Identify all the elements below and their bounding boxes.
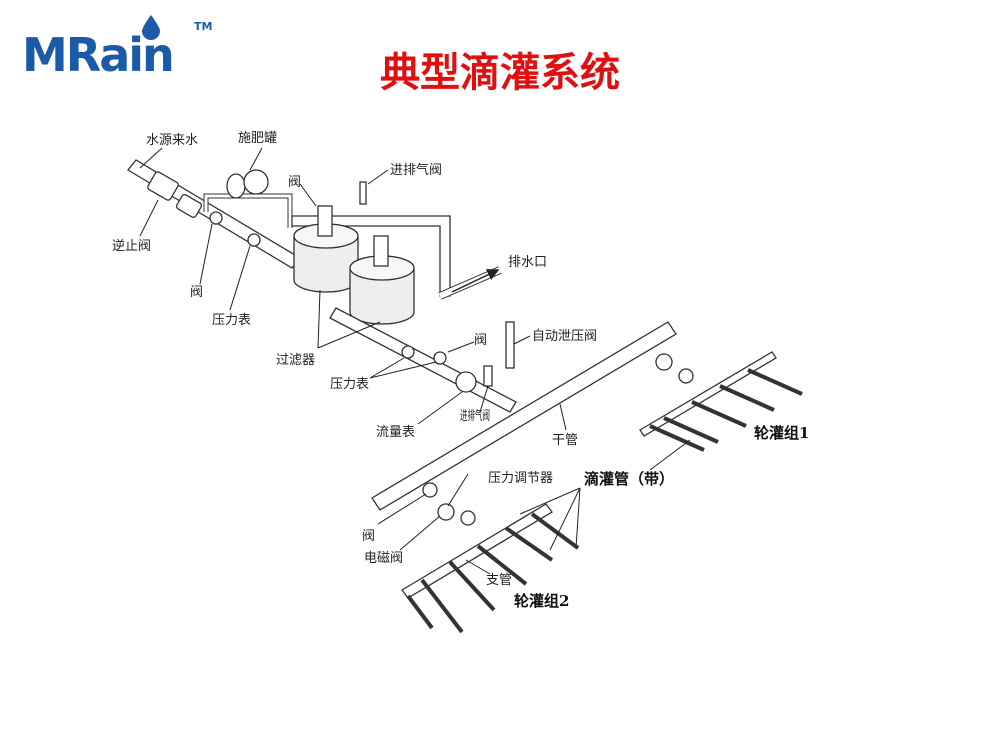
label-air-valve-mid: 进排气阀 [460,408,490,424]
label-group-2: 轮灌组2 [514,592,569,610]
label-drip-tube: 滴灌管（带） [584,470,674,488]
air-release-valve-top [359,181,367,205]
label-gauge-2: 压力表 [330,377,369,392]
trademark-mark: TM [194,20,213,33]
group2-valve [422,482,438,498]
pressure-gauge-2a [401,345,415,359]
group1-regulator [678,368,694,384]
filter-top-valve-2 [373,235,389,267]
air-valve-mid [483,365,493,387]
lateral-pipe-group1 [639,351,777,437]
label-valve-bottom: 阀 [362,529,375,544]
label-water-source: 水源来水 [146,133,198,148]
label-auto-relief-valve: 自动泄压阀 [532,329,597,344]
pressure-gauge-2b [433,351,447,365]
label-filters: 过滤器 [276,353,315,368]
check-valve-cap [175,194,203,218]
label-gauge-1: 压力表 [212,313,251,328]
filter-top-valve-1 [317,205,333,237]
filter-outlet-pipe [329,307,517,413]
pressure-gauge-1 [247,233,261,247]
label-drain: 排水口 [508,255,547,270]
brand-logo: MRain TM [22,12,222,82]
inlet-valve-handwheel [209,211,223,225]
lateral-pipe-group2 [401,503,553,599]
group2-solenoid [437,503,455,521]
page-title: 典型滴灌系统 [380,49,620,96]
group1-solenoid [655,353,673,371]
label-check-valve: 逆止阀 [112,238,151,254]
label-valve-top: 阀 [288,175,301,190]
water-drop-icon [142,15,160,40]
main-pipe [371,321,677,511]
label-solenoid-valve: 电磁阀 [364,551,403,566]
fertilizer-tank-a [226,173,246,199]
label-pressure-regulator: 压力调节器 [488,471,553,486]
auto-relief-valve [505,321,515,369]
group2-regulator [460,510,476,526]
check-valve-body [147,171,179,201]
label-lateral-pipe: 支管 [486,573,512,588]
label-valve-mid: 阀 [474,333,487,348]
flow-meter [455,371,477,393]
label-valve-left: 阀 [190,285,203,300]
fertilizer-tank-b [243,169,269,195]
label-air-valve-top: 进排气阀 [390,162,442,178]
label-main-pipe: 干管 [552,433,578,448]
logo-wordmark: MRain [22,28,175,82]
label-flowmeter: 流量表 [376,425,415,440]
label-fertilizer-tank: 施肥罐 [238,131,277,146]
label-group-1: 轮灌组1 [754,424,809,442]
